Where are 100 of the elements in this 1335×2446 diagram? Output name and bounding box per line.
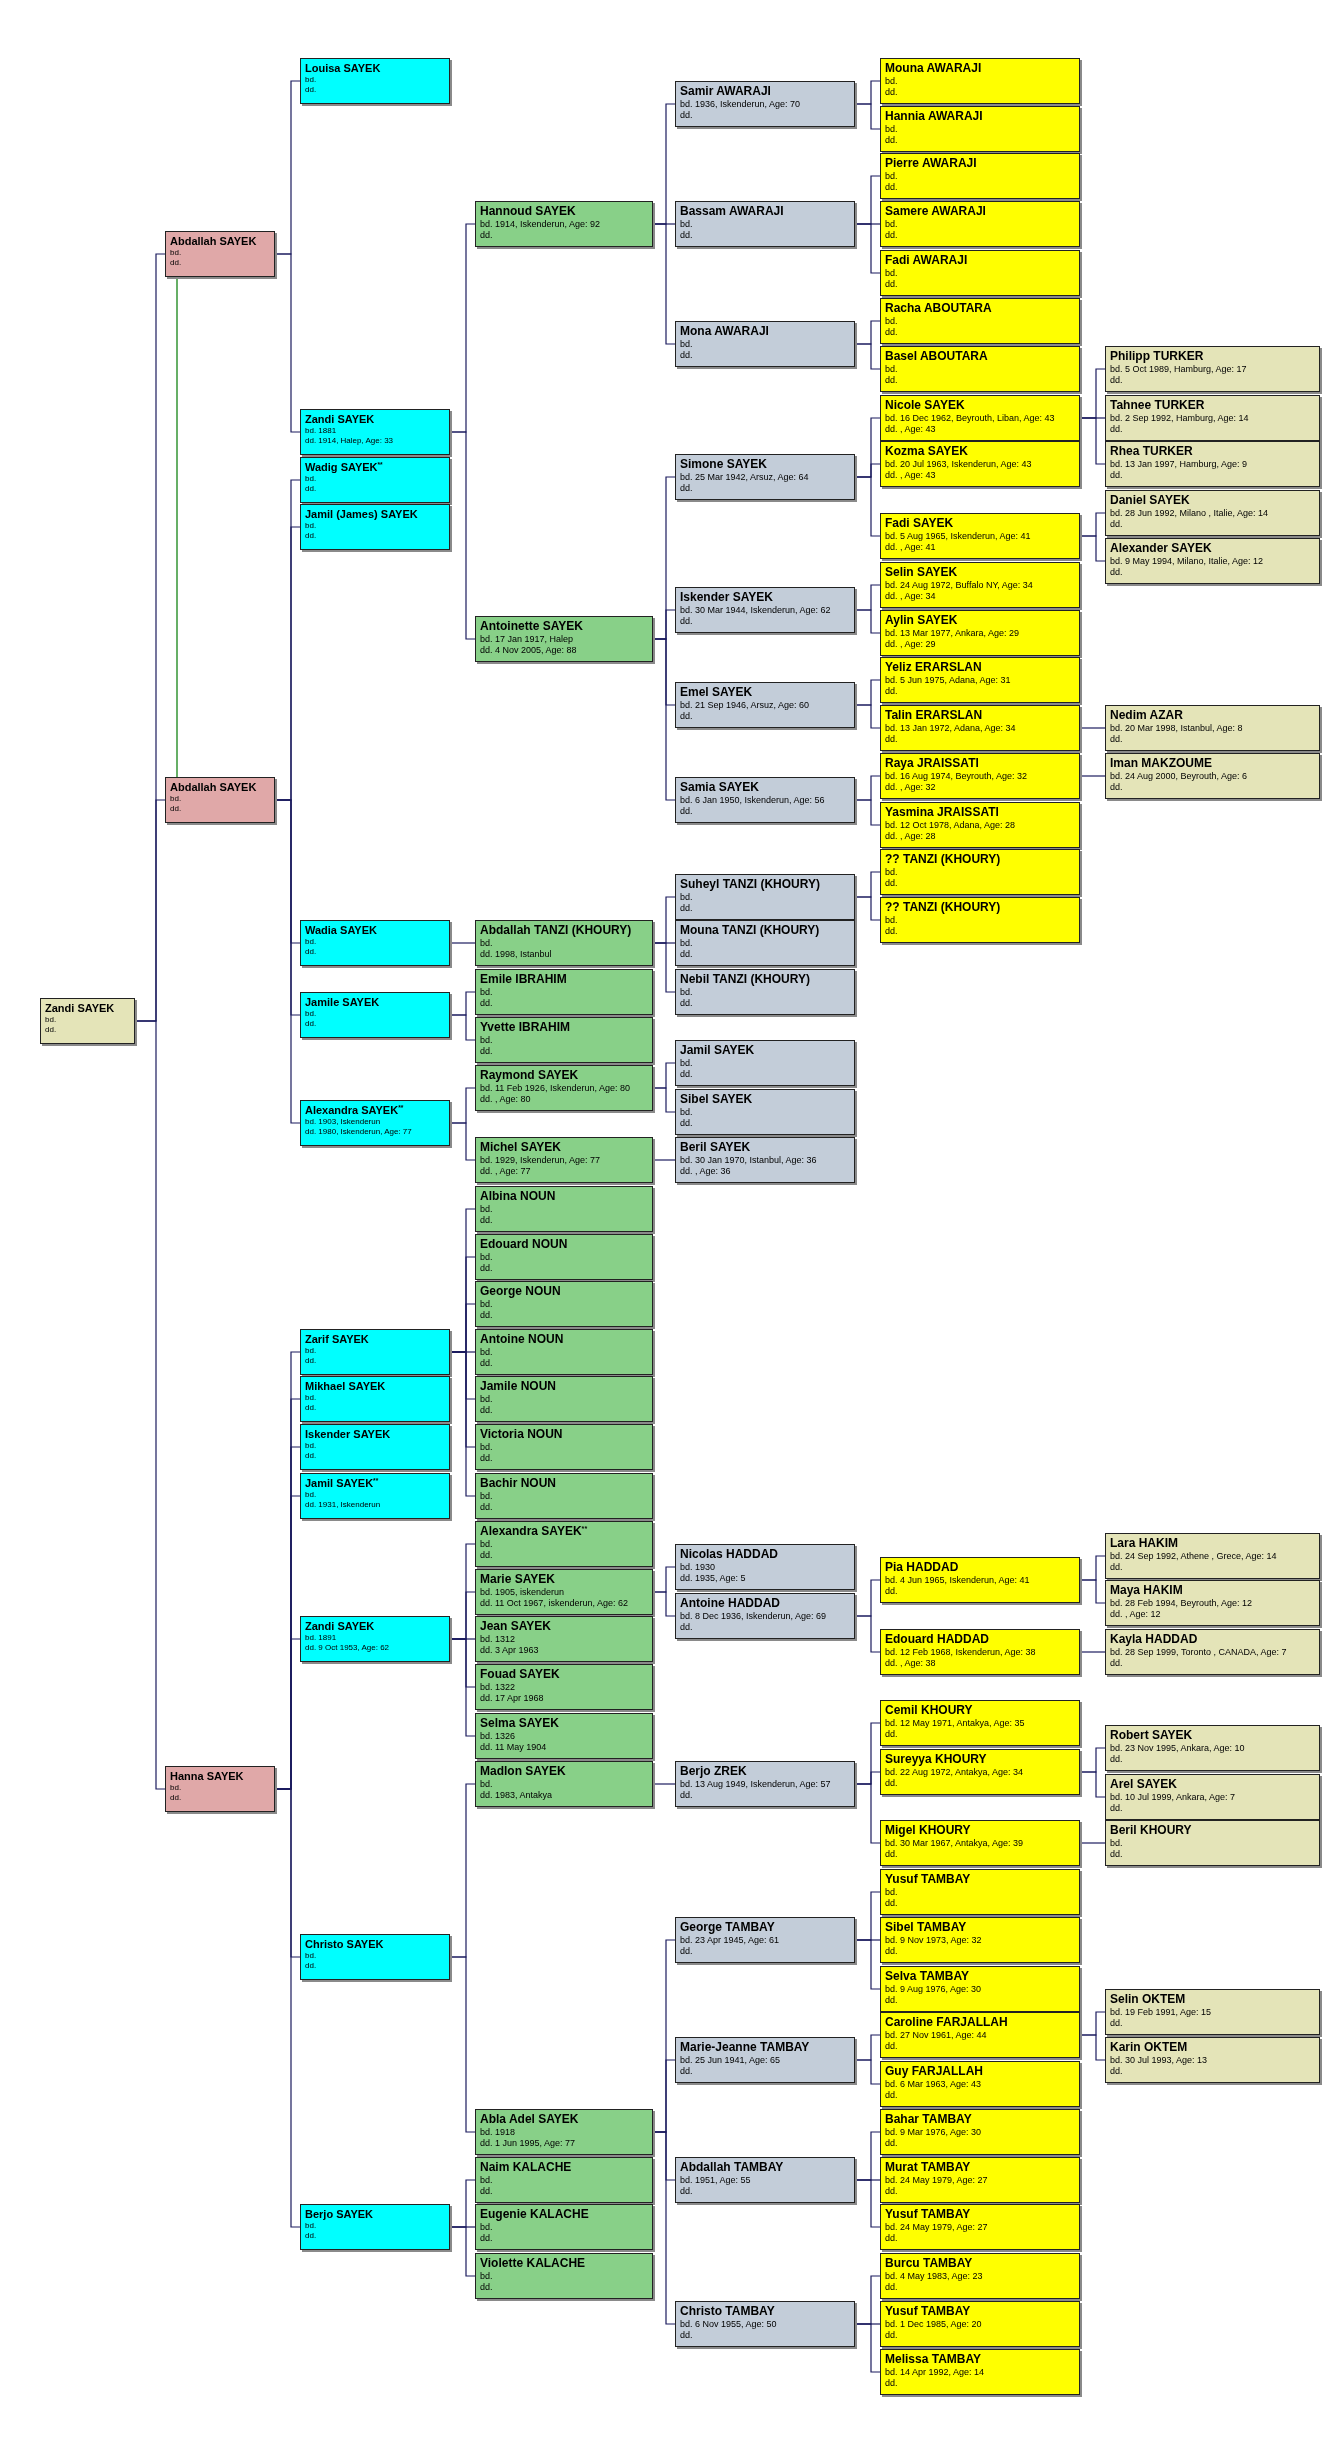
person-name: Mouna AWARAJI bbox=[885, 61, 983, 76]
connector-line bbox=[1079, 2034, 1106, 2061]
birth-details: bd. bbox=[680, 219, 694, 230]
connector-line bbox=[854, 2323, 881, 2373]
birth-details: bd. 5 Jun 1975, Adana, Age: 31 bbox=[885, 675, 1012, 686]
death-details: dd. bbox=[885, 2282, 899, 2293]
birth-details: bd. bbox=[305, 1951, 318, 1961]
birth-details: bd. bbox=[1110, 1838, 1124, 1849]
birth-details: bd. 28 Sep 1999, Toronto , CANADA, Age: 7 bbox=[1110, 1647, 1288, 1658]
person-card bbox=[1105, 1820, 1320, 1866]
death-details: dd. bbox=[885, 2041, 899, 2052]
death-details: dd. bbox=[480, 1550, 494, 1561]
person-name: Albina NOUN bbox=[480, 1189, 557, 1204]
person-card bbox=[880, 2157, 1080, 2203]
birth-details: bd. bbox=[480, 1299, 494, 1310]
person-name: Nedim AZAR bbox=[1110, 708, 1184, 723]
person-name: Melissa TAMBAY bbox=[885, 2352, 983, 2367]
death-details: dd. bbox=[885, 87, 899, 98]
person-name: Jamil SAYEK bbox=[680, 1043, 756, 1058]
person-name: Yasmina JRAISSATI bbox=[885, 805, 1000, 820]
death-details: dd. bbox=[480, 2233, 494, 2244]
death-details: dd. bbox=[480, 1502, 494, 1513]
death-details: dd. bbox=[305, 2231, 318, 2241]
death-details: dd. 1 Jun 1995, Age: 77 bbox=[480, 2138, 577, 2149]
person-card bbox=[1105, 753, 1320, 799]
birth-details: bd. 6 Nov 1955, Age: 50 bbox=[680, 2319, 778, 2330]
person-card bbox=[675, 2157, 855, 2203]
connector-line bbox=[854, 223, 881, 274]
person-name: Zandi SAYEK bbox=[305, 1619, 376, 1633]
person-card bbox=[475, 1761, 653, 1807]
connector-line bbox=[854, 609, 881, 634]
death-details: dd. bbox=[305, 1961, 318, 1971]
birth-details: bd. bbox=[305, 75, 318, 85]
birth-details: bd. bbox=[885, 171, 899, 182]
person-name: Sibel TAMBAY bbox=[885, 1920, 968, 1935]
person-card bbox=[1105, 1629, 1320, 1675]
death-details: dd. bbox=[885, 926, 899, 937]
death-details: dd. , Age: 12 bbox=[1110, 1609, 1162, 1620]
person-card bbox=[165, 1766, 275, 1812]
person-name: Simone SAYEK bbox=[680, 457, 768, 472]
birth-details: bd. 2 Sep 1992, Hamburg, Age: 14 bbox=[1110, 413, 1250, 424]
death-details: dd. bbox=[680, 1790, 694, 1801]
death-details: dd. bbox=[480, 2186, 494, 2197]
person-name: Burcu TAMBAY bbox=[885, 2256, 974, 2271]
person-name: Bassam AWARAJI bbox=[680, 204, 785, 219]
death-details: dd. bbox=[480, 1358, 494, 1369]
birth-details: bd. bbox=[480, 2271, 494, 2282]
birth-details: bd. bbox=[305, 1490, 318, 1500]
connector-line bbox=[854, 2059, 881, 2085]
birth-details: bd. 23 Nov 1995, Ankara, Age: 10 bbox=[1110, 1743, 1246, 1754]
death-details: dd. bbox=[305, 85, 318, 95]
person-card bbox=[300, 992, 450, 1038]
person-name: George TAMBAY bbox=[680, 1920, 776, 1935]
person-card bbox=[475, 1137, 653, 1183]
person-name: Violette KALACHE bbox=[480, 2256, 587, 2271]
person-name: Maya HAKIM bbox=[1110, 1583, 1184, 1598]
birth-details: bd. bbox=[305, 1346, 318, 1356]
birth-details: bd. 24 May 1979, Age: 27 bbox=[885, 2175, 989, 2186]
birth-details: bd. 30 Jul 1993, Age: 13 bbox=[1110, 2055, 1209, 2066]
birth-details: bd. bbox=[480, 1394, 494, 1405]
birth-details: bd. 13 Aug 1949, Iskenderun, Age: 57 bbox=[680, 1779, 832, 1790]
connector-line bbox=[652, 942, 676, 993]
person-card bbox=[675, 321, 855, 367]
birth-details: bd. 1918 bbox=[480, 2127, 517, 2138]
person-name: Berjo SAYEK bbox=[305, 2207, 375, 2221]
person-card bbox=[880, 657, 1080, 703]
connector-line bbox=[449, 1122, 476, 1161]
birth-details: bd. bbox=[680, 339, 694, 350]
person-name: Mona AWARAJI bbox=[680, 324, 770, 339]
person-card bbox=[675, 1917, 855, 1963]
birth-details: bd. 5 Oct 1989, Hamburg, Age: 17 bbox=[1110, 364, 1248, 375]
person-card bbox=[475, 2204, 653, 2250]
person-card bbox=[675, 874, 855, 920]
person-card bbox=[1105, 490, 1320, 536]
person-card bbox=[880, 2109, 1080, 2155]
death-details: dd. bbox=[480, 230, 494, 241]
person-card bbox=[880, 610, 1080, 656]
person-card bbox=[300, 58, 450, 104]
death-details: dd. bbox=[1110, 2066, 1124, 2077]
birth-details: bd. 30 Mar 1944, Iskenderun, Age: 62 bbox=[680, 605, 832, 616]
death-details: dd. bbox=[885, 1898, 899, 1909]
person-name: Jean SAYEK bbox=[480, 1619, 552, 1634]
birth-details: bd. bbox=[480, 938, 494, 949]
connector-line bbox=[1079, 1842, 1106, 1844]
death-details: dd. bbox=[480, 998, 494, 1009]
person-card bbox=[880, 153, 1080, 199]
death-details: dd. bbox=[170, 804, 183, 814]
person-name: Zandi SAYEK bbox=[45, 1001, 116, 1015]
person-name: Samia SAYEK bbox=[680, 780, 760, 795]
birth-details: bd. bbox=[885, 867, 899, 878]
death-details: dd. 1980, Iskenderun, Age: 77 bbox=[305, 1127, 413, 1137]
death-details: dd. bbox=[885, 182, 899, 193]
death-details: dd. bbox=[680, 1946, 694, 1957]
person-name: Michel SAYEK bbox=[480, 1140, 562, 1155]
birth-details: bd. 1881 bbox=[305, 426, 338, 436]
birth-details: bd. 1905, iskenderun bbox=[480, 1587, 566, 1598]
person-card bbox=[880, 2204, 1080, 2250]
birth-details: bd. 20 Mar 1998, Istanbul, Age: 8 bbox=[1110, 723, 1244, 734]
death-details: dd. bbox=[45, 1025, 58, 1035]
person-card bbox=[475, 616, 653, 662]
